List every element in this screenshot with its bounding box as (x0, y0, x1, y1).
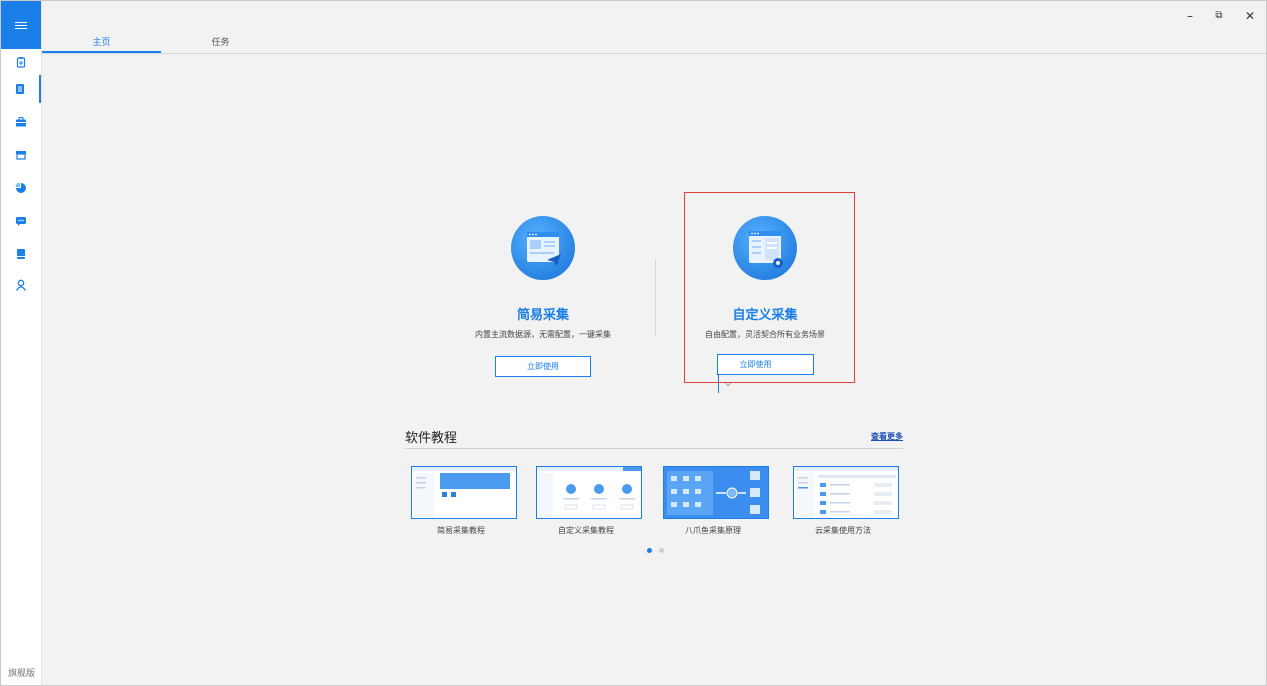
tutorial-thumb-cloud[interactable] (793, 466, 899, 519)
custom-collect-card: 自定义采集 自由配置，灵活契合所有业务场景 立即使用⌵ (692, 216, 838, 393)
store-icon (16, 151, 26, 160)
active-tab-indicator (42, 51, 161, 53)
simple-collect-use-button[interactable]: 立即使用 (495, 356, 591, 377)
clipboard-icon (16, 57, 26, 68)
custom-collect-split-button: 立即使用⌵ (716, 354, 814, 393)
tutorial-thumb-principle[interactable] (663, 466, 769, 519)
tutorial-label-simple: 简易采集教程 (437, 526, 485, 535)
card-divider (655, 259, 656, 335)
chat-icon (16, 217, 26, 226)
sidebar: 旗舰版 (1, 1, 42, 685)
simple-collect-card: 简易采集 内置主流数据源，无需配置，一键采集 立即使用 (470, 216, 616, 377)
tutorial-thumb-custom[interactable] (536, 466, 642, 519)
sidebar-item-tutorials[interactable] (1, 240, 41, 268)
highlight-box (684, 192, 855, 383)
custom-collect-use-button[interactable]: 立即使用 (739, 360, 772, 369)
chevron-down-icon[interactable]: ⌵ (717, 374, 738, 393)
tutorials-title: 软件教程 (405, 431, 458, 446)
sidebar-item-store[interactable] (1, 141, 41, 169)
tutorial-thumb-simple[interactable] (411, 466, 517, 519)
sidebar-item-tasks[interactable] (1, 108, 41, 136)
sidebar-item-account[interactable] (1, 271, 41, 299)
custom-collect-title: 自定义采集 (732, 308, 798, 323)
close-button[interactable]: ✕ (1244, 9, 1256, 23)
document-icon (16, 84, 24, 94)
sidebar-item-home[interactable] (1, 75, 41, 103)
carousel-dot-1[interactable] (647, 548, 652, 553)
view-more-link[interactable]: 查看更多 (871, 432, 903, 441)
book-icon (17, 249, 25, 259)
simple-collect-icon (511, 216, 575, 280)
tab-home[interactable]: 主页 (92, 38, 111, 48)
tab-tasks[interactable]: 任务 (211, 38, 230, 48)
tutorial-label-cloud: 云采集使用方法 (815, 526, 871, 535)
briefcase-icon (16, 117, 26, 127)
custom-collect-desc: 自由配置，灵活契合所有业务场景 (705, 330, 825, 339)
carousel-dot-2[interactable] (659, 548, 664, 553)
edition-label: 旗舰版 (8, 669, 36, 679)
simple-collect-desc: 内置主流数据源，无需配置，一键采集 (475, 330, 611, 339)
custom-collect-icon (733, 216, 797, 280)
minimize-button[interactable]: – (1187, 9, 1193, 23)
tutorial-label-custom: 自定义采集教程 (558, 526, 614, 535)
sidebar-item-new-task[interactable] (1, 48, 41, 76)
simple-collect-title: 简易采集 (516, 308, 569, 323)
sidebar-item-statistics[interactable] (1, 174, 41, 202)
tab-bar: 主页 任务 – ⧉ ✕ (42, 1, 1266, 54)
menu-button[interactable] (1, 1, 41, 49)
restore-button[interactable]: ⧉ (1215, 10, 1223, 21)
user-icon (15, 279, 27, 291)
hamburger-icon (15, 24, 27, 26)
tutorial-label-principle: 八爪鱼采集原理 (685, 526, 741, 535)
sidebar-item-messages[interactable] (1, 207, 41, 235)
tutorials-header: 软件教程 查看更多 (405, 427, 903, 449)
pie-chart-icon (15, 182, 26, 193)
